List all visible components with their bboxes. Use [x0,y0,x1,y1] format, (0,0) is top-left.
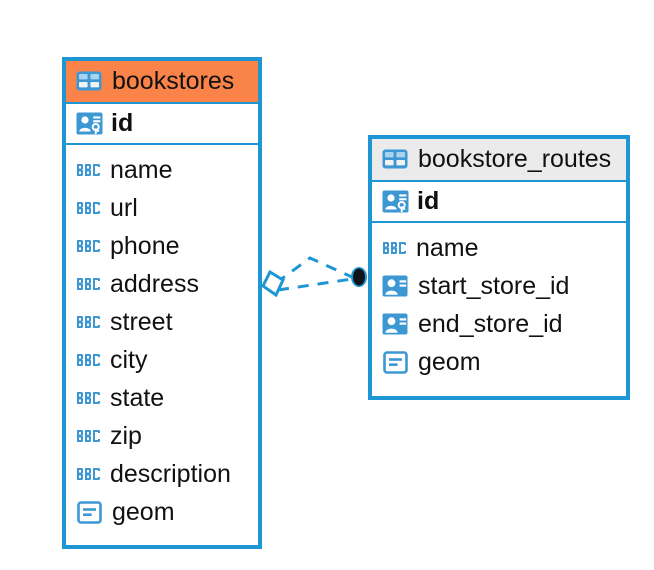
abc-text-icon [75,464,101,484]
abc-text-icon [75,236,101,256]
field-row-address[interactable]: address [75,265,248,303]
primary-key-icon [75,109,103,137]
abc-text-icon [381,238,407,258]
field-label: id [111,109,134,137]
field-label: id [417,187,440,215]
foreign-key-icon [381,272,409,300]
entity-header-bookstore-routes[interactable]: bookstore_routes [372,139,626,182]
abc-text-icon [75,198,101,218]
field-row-primary-key[interactable]: id [66,104,258,145]
abc-text-icon [75,160,101,180]
relationship-line-upper [275,256,353,285]
abc-text-icon [75,274,101,294]
primary-key-icon [381,187,409,215]
field-label: street [110,308,173,336]
field-label: geom [112,498,175,526]
field-row-state[interactable]: state [75,379,248,417]
field-row-url[interactable]: url [75,189,248,227]
table-icon [381,145,409,173]
field-label: name [416,234,479,262]
field-label: phone [110,232,180,260]
field-row-street[interactable]: street [75,303,248,341]
entity-title: bookstores [112,67,235,95]
field-label: address [110,270,199,298]
abc-text-icon [75,312,101,332]
table-icon [75,67,103,95]
relationship-line-lower [277,277,353,292]
entity-fields-bookstores: name url [66,145,258,539]
field-row-city[interactable]: city [75,341,248,379]
field-label: end_store_id [418,310,563,338]
entity-header-bookstores[interactable]: bookstores [66,61,258,104]
diamond-marker-icon [261,269,285,298]
abc-text-icon [75,350,101,370]
field-row-zip[interactable]: zip [75,417,248,455]
field-label: state [110,384,165,412]
field-row-geom[interactable]: geom [381,343,616,381]
abc-text-icon [75,388,101,408]
field-row-end-store-id[interactable]: end_store_id [381,305,616,343]
circle-marker-icon [351,267,367,287]
entity-table-bookstores[interactable]: bookstores id [62,57,262,549]
field-label: start_store_id [418,272,570,300]
entity-table-bookstore-routes[interactable]: bookstore_routes id [368,135,630,400]
field-row-name[interactable]: name [381,229,616,267]
field-row-phone[interactable]: phone [75,227,248,265]
field-row-name[interactable]: name [75,151,248,189]
geometry-icon [75,498,103,526]
geometry-icon [381,348,409,376]
field-row-description[interactable]: description [75,455,248,493]
field-label: zip [110,422,142,450]
field-label: city [110,346,148,374]
field-row-geom[interactable]: geom [75,493,248,531]
field-row-primary-key[interactable]: id [372,182,626,223]
field-label: geom [418,348,481,376]
field-label: url [110,194,138,222]
entity-title: bookstore_routes [418,145,612,173]
entity-fields-bookstore-routes: name start_store_id [372,223,626,389]
field-label: description [110,460,231,488]
field-label: name [110,156,173,184]
foreign-key-icon [381,310,409,338]
abc-text-icon [75,426,101,446]
field-row-start-store-id[interactable]: start_store_id [381,267,616,305]
